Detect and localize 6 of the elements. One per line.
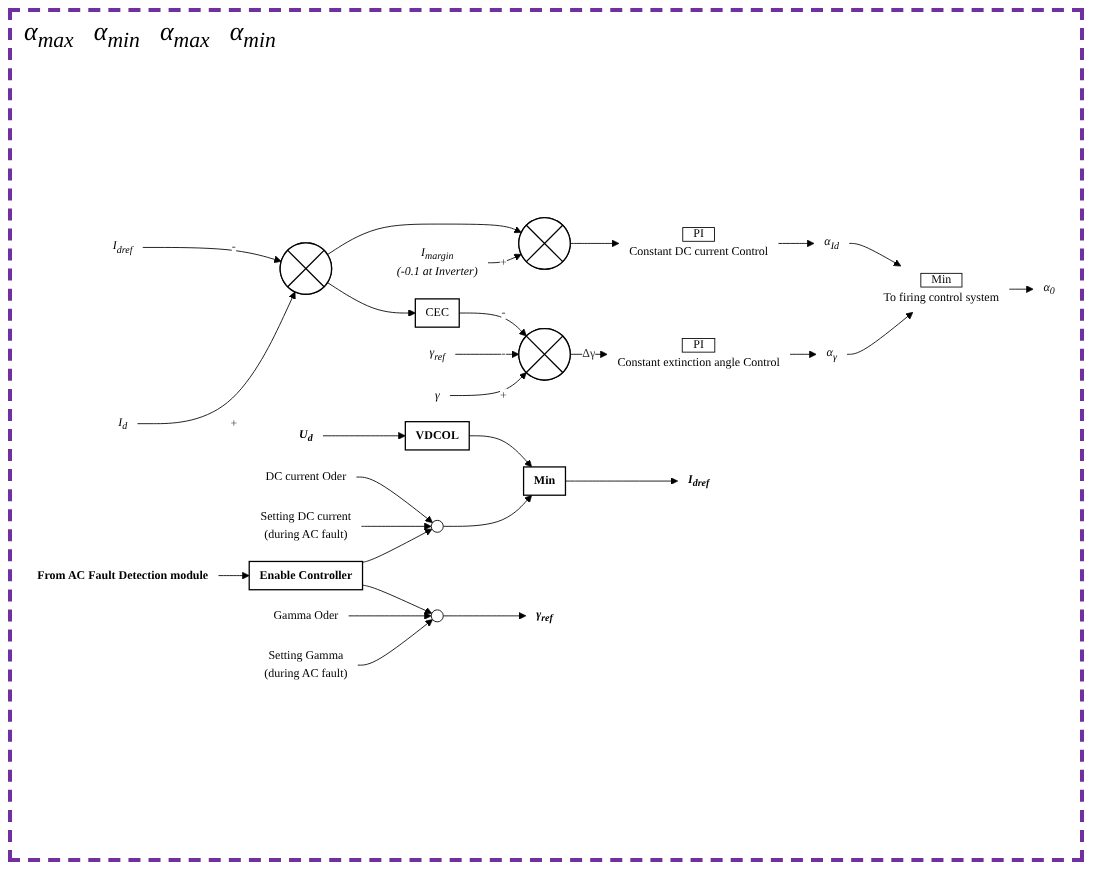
limit-label: α$_{min}$ (93, 16, 140, 46)
limit-label: α$_{max}$ (24, 16, 74, 46)
node-switch (430, 609, 444, 623)
limit-label: α$_{max}$ (159, 16, 210, 46)
limit-label: α$_{min}$ (229, 16, 276, 46)
node-switch (430, 519, 444, 533)
